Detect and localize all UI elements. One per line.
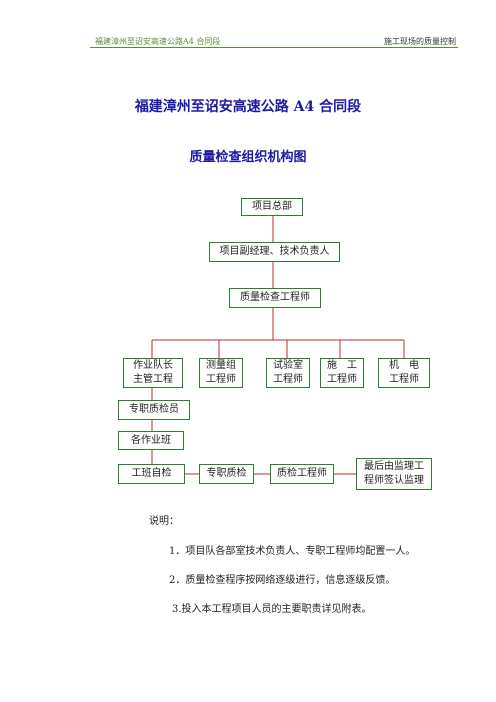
- org-box-qc-engineer-check: 质检工程师: [270, 464, 334, 484]
- org-box-deputy-manager: 项目副经理、技术负责人: [209, 242, 340, 262]
- org-box-qc-inspector: 专职质检员: [118, 400, 190, 420]
- org-box-work-teams: 各作业班: [118, 431, 184, 450]
- org-box-headquarters: 项目总部: [241, 198, 303, 216]
- org-box-dedicated-check: 专职质检: [199, 464, 254, 484]
- note-item-2: 2．质量检查程序按网络逐级进行，信息逐级反馈。: [169, 575, 396, 586]
- page-title: 福建漳州至诏安高速公路 A4 合同段: [134, 99, 362, 115]
- org-box-qc-engineer: 质量检查工程师: [229, 288, 321, 308]
- org-box-survey-group: 测量组 工程师: [199, 358, 243, 388]
- note-item-3: 3.投入本工程项目人员的主要职责详见附表。: [172, 604, 372, 615]
- org-box-self-check: 工班自检: [118, 464, 185, 484]
- org-box-construction-engineer: 施 工 工程师: [320, 358, 364, 388]
- header-divider: [90, 47, 458, 48]
- note-item-1: 1．项目队各部室技术负责人、专职工程师均配置一人。: [169, 546, 416, 557]
- org-box-supervisor-signoff: 最后由监理工 程师签认监理: [356, 458, 432, 490]
- org-box-laboratory: 试验室 工程师: [266, 358, 310, 388]
- chart-title: 质量检查组织机构图: [189, 150, 307, 165]
- org-box-electromech-engineer: 机 电 工程师: [378, 358, 430, 388]
- header-section-title: 施工现场的质量控制: [384, 37, 456, 46]
- notes-heading: 说明：: [149, 516, 179, 527]
- org-box-team-leader: 作业队长 主管工程: [123, 358, 183, 388]
- header-document-title: 福建漳州至诏安高速公路A4 合同段: [95, 37, 221, 46]
